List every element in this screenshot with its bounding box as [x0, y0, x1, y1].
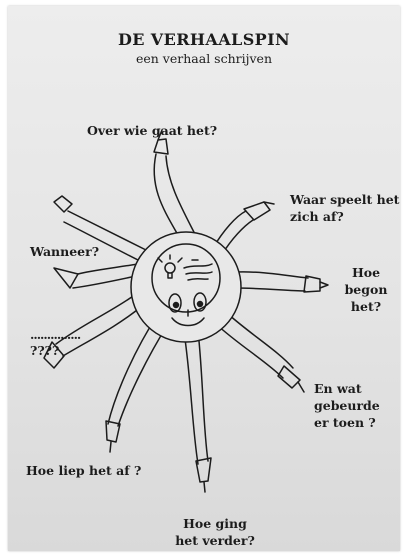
- label-unknown: ????: [30, 342, 59, 359]
- label-when: Wanneer?: [30, 243, 99, 260]
- label-end: Hoe liep het af ?: [26, 462, 141, 479]
- page-subtitle: een verhaal schrijven: [8, 51, 400, 66]
- label-where: Waar speelt het zich af?: [290, 191, 400, 225]
- label-continue: Hoe ging het verder?: [170, 515, 260, 549]
- spider-head: [152, 244, 220, 312]
- label-blank-dots: ...............: [30, 326, 80, 343]
- worksheet: DE VERHAALSPIN een verhaal schrijven Ove…: [8, 6, 400, 551]
- label-who: Over wie gaat het?: [87, 122, 217, 139]
- page-title: DE VERHAALSPIN: [8, 30, 400, 49]
- label-begin: Hoe begon het?: [341, 264, 391, 315]
- label-then: En wat gebeurde er toen ?: [314, 380, 384, 431]
